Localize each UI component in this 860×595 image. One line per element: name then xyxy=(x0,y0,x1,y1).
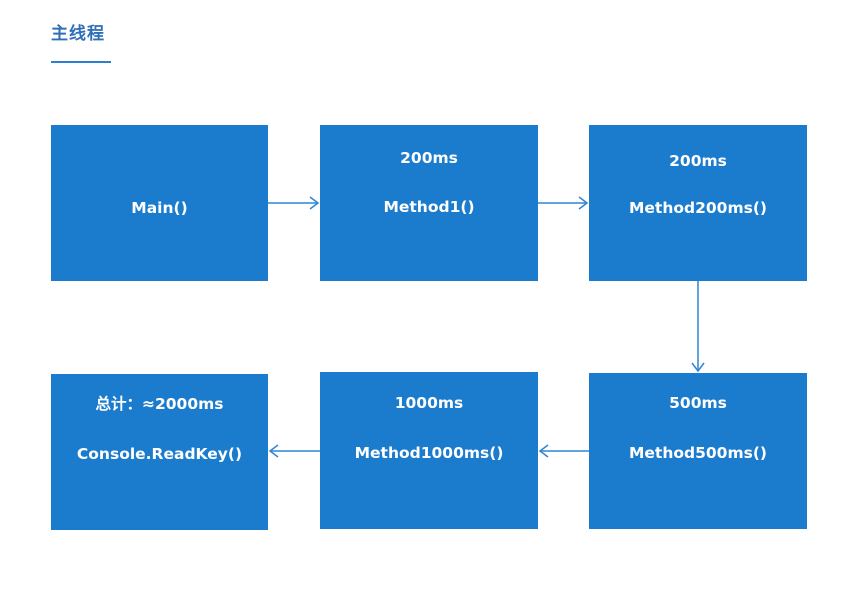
node-method500-duration: 500ms xyxy=(669,394,727,412)
node-method1000-duration: 1000ms xyxy=(394,394,464,412)
arrow-method1-to-method200 xyxy=(538,196,589,210)
node-method200: 200ms Method200ms() xyxy=(589,125,807,281)
node-method500-label: Method500ms() xyxy=(628,444,768,462)
node-method200-label: Method200ms() xyxy=(628,199,768,217)
arrow-method500-to-method1000 xyxy=(538,444,589,458)
arrow-method200-to-method500 xyxy=(691,281,705,373)
node-method1000: 1000ms Method1000ms() xyxy=(320,372,538,529)
node-method1000-label: Method1000ms() xyxy=(354,444,504,462)
page-title: 主线程 xyxy=(51,24,105,44)
node-readkey: 总计：≈2000ms Console.ReadKey() xyxy=(51,374,268,530)
node-main-label: Main() xyxy=(131,199,188,217)
arrow-main-to-method1 xyxy=(268,196,320,210)
node-method1-duration: 200ms xyxy=(400,149,458,167)
node-readkey-total: 总计：≈2000ms xyxy=(95,395,224,413)
node-method500: 500ms Method500ms() xyxy=(589,373,807,529)
node-method200-duration: 200ms xyxy=(669,152,727,170)
arrow-method1000-to-readkey xyxy=(268,444,320,458)
node-method1: 200ms Method1() xyxy=(320,125,538,281)
title-underline xyxy=(51,61,111,63)
node-readkey-label: Console.ReadKey() xyxy=(76,445,243,463)
node-main: Main() xyxy=(51,125,268,281)
node-method1-label: Method1() xyxy=(383,198,475,216)
